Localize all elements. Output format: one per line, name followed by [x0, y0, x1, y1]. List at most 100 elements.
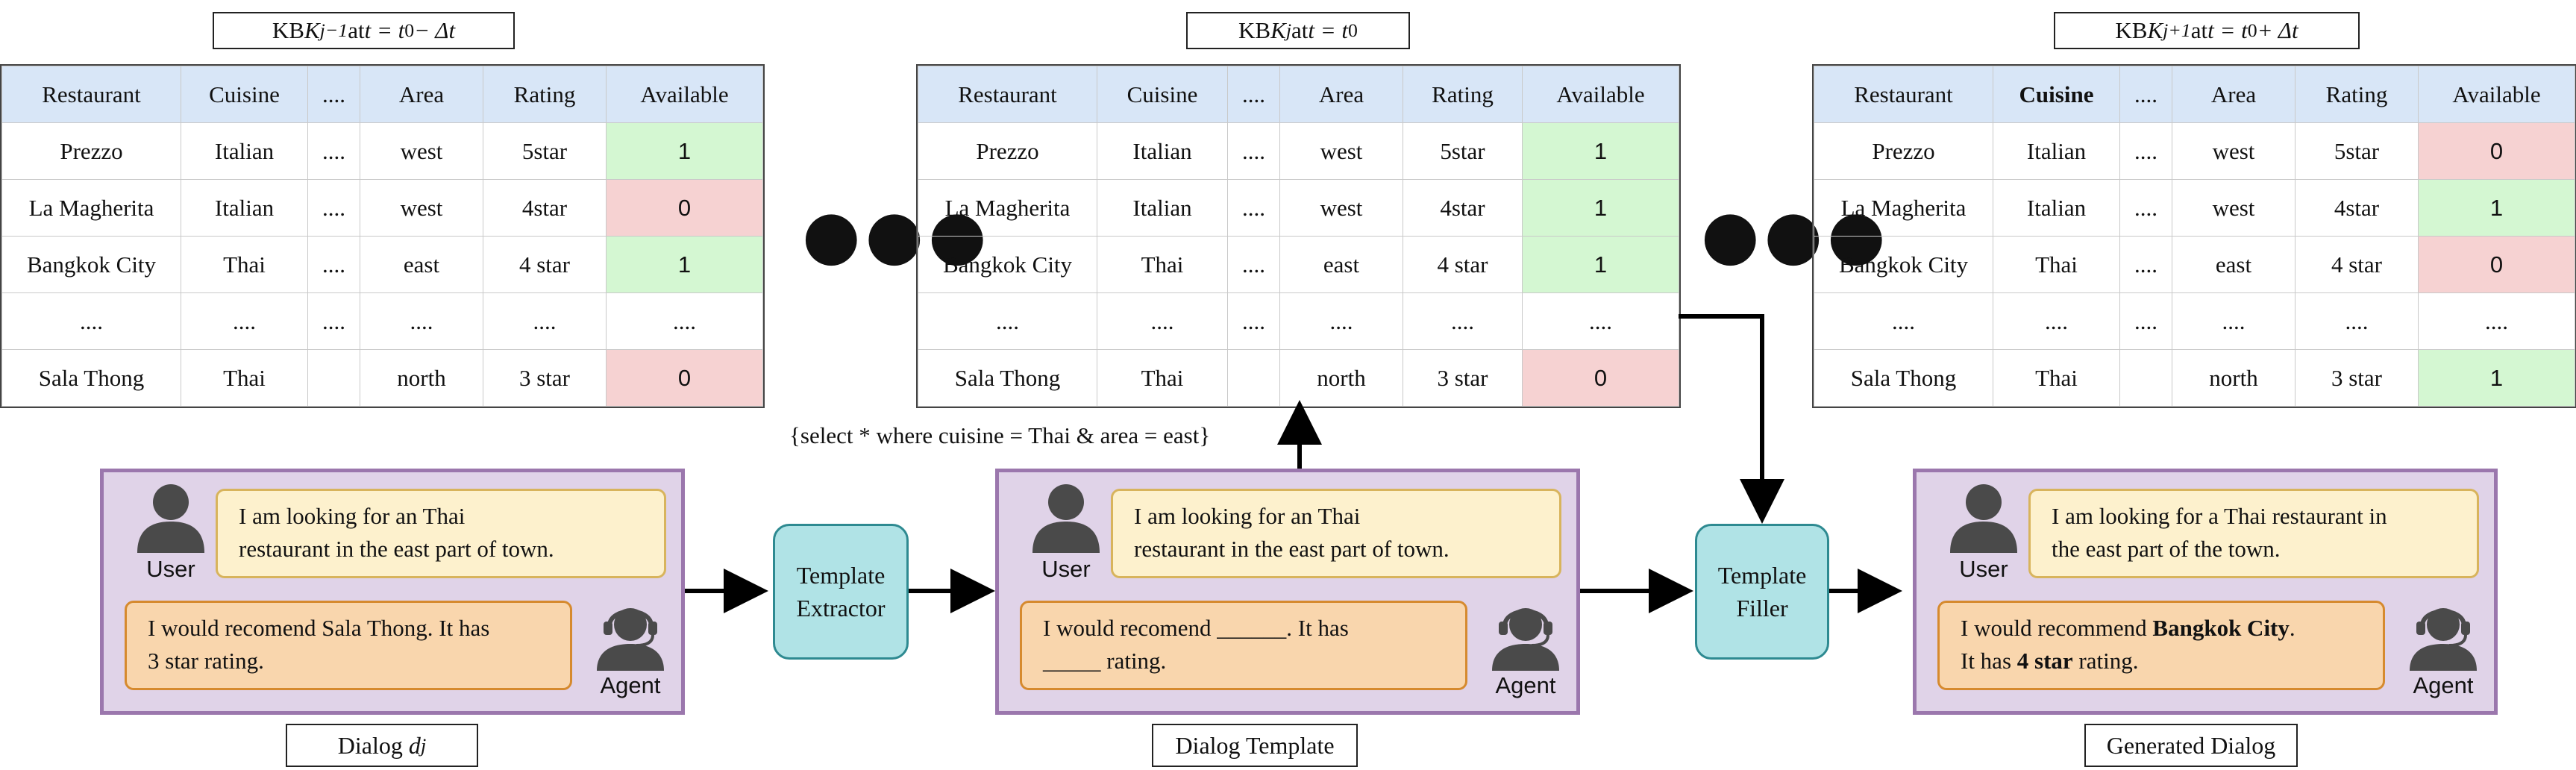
cell: ....	[307, 179, 360, 237]
cell: Bangkok City	[1814, 236, 1993, 293]
cell: 5star	[1403, 122, 1523, 180]
table-row: La Magherita Italian .... west 4star 1	[1814, 179, 2575, 237]
kb-table-current: Restaurant Cuisine .... Area Rating Avai…	[916, 64, 1681, 408]
header-area: Area	[1279, 66, 1403, 123]
filled-rating: 4 star	[2016, 648, 2073, 674]
agent-label: Agent	[1495, 672, 1556, 698]
filled-restaurant-name: Bangkok City	[2152, 615, 2290, 641]
filler-label-line: Template	[1717, 562, 1807, 589]
agent-message-line: It has 4 star rating.	[1961, 645, 2362, 677]
cell: La Magherita	[1, 179, 181, 237]
cell	[2119, 349, 2172, 407]
table-row: La Magherita Italian .... west 4star 0	[1, 179, 763, 237]
cell: Sala Thong	[1, 349, 181, 407]
cell: ....	[1814, 292, 1993, 350]
user-message-line: the east part of the town.	[2052, 536, 2281, 562]
cell	[1227, 349, 1280, 407]
header-ellipsis: ....	[1227, 66, 1280, 123]
agent-message: I would recomend Sala Thong. It has 3 st…	[125, 601, 572, 690]
agent-icon	[597, 608, 664, 671]
header-cuisine: Cuisine	[1097, 66, 1228, 123]
cell: Thai	[1097, 349, 1228, 407]
cell: ....	[2119, 236, 2172, 293]
dialog-generated: User I am looking for a Thai restaurant …	[1913, 469, 2498, 715]
cell: La Magherita	[918, 179, 1097, 237]
available-cell: 1	[2418, 179, 2575, 237]
cell: north	[1279, 349, 1403, 407]
filler-label-line: Filler	[1736, 595, 1788, 622]
cell: ....	[483, 292, 607, 350]
table-row: Bangkok City Thai .... east 4 star 0	[1814, 236, 2575, 293]
user-label: User	[146, 556, 195, 582]
cell	[307, 349, 360, 407]
cell: Italian	[1097, 122, 1228, 180]
cell: ....	[2172, 292, 2295, 350]
available-cell: ....	[2418, 292, 2575, 350]
cell: 3 star	[483, 349, 607, 407]
user-message: I am looking for an Thai restaurant in t…	[216, 489, 666, 578]
dialog-template-label: Dialog Template	[1152, 724, 1358, 767]
user-message-line: I am looking for an Thai	[239, 503, 466, 529]
header-rating: Rating	[2295, 66, 2419, 123]
header-restaurant: Restaurant	[918, 66, 1097, 123]
sql-query-label: {select * where cuisine = Thai & area = …	[789, 422, 1211, 448]
cell: east	[1279, 236, 1403, 293]
available-cell: ....	[1522, 292, 1679, 350]
available-cell: 0	[1522, 349, 1679, 407]
kb-table-prev: Restaurant Cuisine .... Area Rating Avai…	[0, 64, 765, 408]
header-cuisine: Cuisine	[181, 66, 308, 123]
table-header-row: Restaurant Cuisine .... Area Rating Avai…	[918, 66, 1679, 123]
table-row: .... .... .... .... .... ....	[1, 292, 763, 350]
user-icon	[1950, 484, 2017, 553]
arrow-kb-to-filler	[1679, 314, 1784, 524]
cell: Italian	[1097, 179, 1228, 237]
cell: Italian	[181, 179, 308, 237]
agent-message-line: I would recomend Sala Thong. It has	[148, 615, 490, 641]
header-area: Area	[360, 66, 483, 123]
header-cuisine: Cuisine	[1993, 66, 2120, 123]
cell: 3 star	[1403, 349, 1523, 407]
agent-message-line: 3 star rating.	[148, 648, 264, 674]
header-ellipsis: ....	[307, 66, 360, 123]
agent-text: rating.	[2072, 648, 2139, 674]
cell: Thai	[1993, 236, 2120, 293]
cell: ....	[181, 292, 308, 350]
table-row: Prezzo Italian .... west 5star 1	[918, 122, 1679, 180]
table-row: Sala Thong Thai north 3 star 0	[1, 349, 763, 407]
cell: 4star	[2295, 179, 2419, 237]
cell: ....	[307, 292, 360, 350]
dialog-original: User I am looking for an Thai restaurant…	[100, 469, 685, 715]
header-rating: Rating	[483, 66, 607, 123]
user-message-line: restaurant in the east part of town.	[1134, 536, 1450, 562]
cell: ....	[360, 292, 483, 350]
cell: ....	[1, 292, 181, 350]
cell: ....	[2295, 292, 2419, 350]
cell: ....	[1279, 292, 1403, 350]
user-icon	[1032, 484, 1100, 553]
user-icon	[137, 484, 204, 553]
available-cell: 1	[1522, 122, 1679, 180]
cell: 5star	[2295, 122, 2419, 180]
table-row: Sala Thong Thai north 3 star 1	[1814, 349, 2575, 407]
agent-label: Agent	[2413, 672, 2474, 698]
user-message-line: restaurant in the east part of town.	[239, 536, 554, 562]
cell: Sala Thong	[1814, 349, 1993, 407]
available-cell: 0	[2418, 236, 2575, 293]
cell: ....	[307, 122, 360, 180]
table-row: Prezzo Italian .... west 5star 1	[1, 122, 763, 180]
available-cell: 0	[2418, 122, 2575, 180]
agent-text: I would recommend	[1961, 615, 2153, 641]
user-label: User	[1959, 556, 2008, 582]
user-message: I am looking for a Thai restaurant in th…	[2028, 489, 2479, 578]
cell: Sala Thong	[918, 349, 1097, 407]
cell: west	[360, 179, 483, 237]
cell: Italian	[181, 122, 308, 180]
header-available: Available	[1522, 66, 1679, 123]
cell: Thai	[181, 349, 308, 407]
